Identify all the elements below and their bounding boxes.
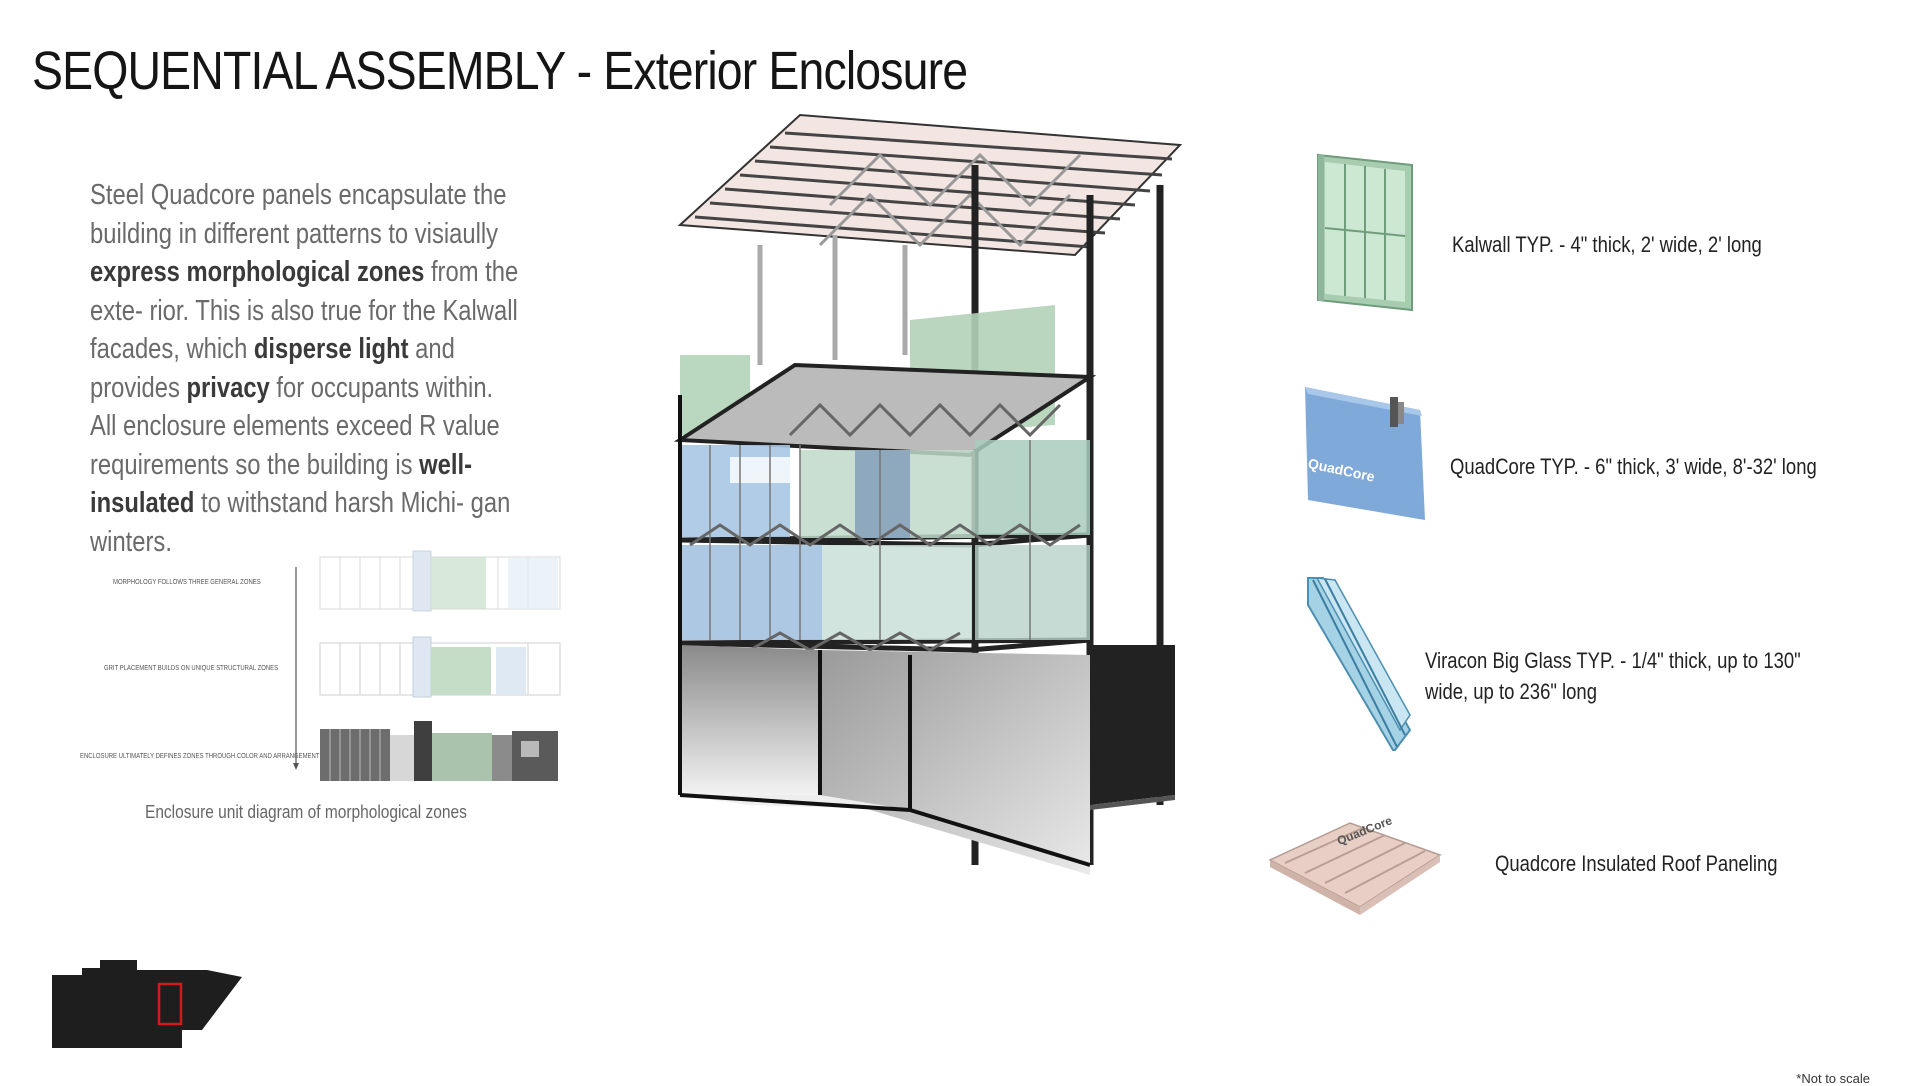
description-bold-1: express morphological zones bbox=[90, 256, 425, 288]
viracon-line-2: wide, up to 236" long bbox=[1425, 679, 1597, 704]
zone-diagram-drawing bbox=[293, 550, 561, 781]
diagram-caption: Enclosure unit diagram of morphological … bbox=[145, 802, 467, 822]
material-label-roof: Quadcore Insulated Roof Paneling bbox=[1495, 851, 1778, 876]
material-label-quadcore: QuadCore TYP. - 6" thick, 3' wide, 8'-32… bbox=[1450, 454, 1817, 479]
zone-label-1: MORPHOLOGY FOLLOWS THREE GENERAL ZONES bbox=[113, 579, 261, 586]
viracon-line-1: Viracon Big Glass TYP. - 1/4" thick, up … bbox=[1425, 648, 1801, 673]
description-text: Steel Quadcore panels encapsulate the bu… bbox=[90, 176, 525, 561]
material-label-kalwall: Kalwall TYP. - 4" thick, 2' wide, 2' lon… bbox=[1452, 232, 1762, 257]
zone-label-3: ENCLOSURE ULTIMATELY DEFINES ZONES THROU… bbox=[80, 753, 320, 760]
description-bold-2: disperse light bbox=[253, 333, 409, 365]
description-text-5: to withstand harsh Michi- gan winters. bbox=[90, 487, 511, 558]
description-text-3: and provides bbox=[90, 333, 455, 404]
enclosure-unit-diagram: MORPHOLOGY FOLLOWS THREE GENERAL ZONES G… bbox=[78, 535, 578, 795]
description-bold-4: well-insulated bbox=[90, 448, 473, 520]
zone-label-2: GRIT PLACEMENT BUILDS ON UNIQUE STRUCTUR… bbox=[104, 665, 279, 672]
description-bold-3: privacy bbox=[186, 371, 270, 404]
roof-paneling-image bbox=[1268, 822, 1442, 915]
building-section-axonometric bbox=[673, 113, 1183, 875]
description-text-4: for occupants within. All enclosure elem… bbox=[90, 371, 500, 481]
page-title: SEQUENTIAL ASSEMBLY - Exterior Enclosure bbox=[32, 41, 968, 101]
not-to-scale-note: *Not to scale bbox=[1796, 1071, 1870, 1086]
quadcore-panel-image bbox=[1305, 387, 1425, 520]
description-text-2: from the exte- rior. This is also true f… bbox=[90, 256, 519, 365]
viracon-glass-image bbox=[1307, 577, 1412, 751]
material-label-viracon: Viracon Big Glass TYP. - 1/4" thick, up … bbox=[1425, 645, 1801, 707]
description-text-1: Steel Quadcore panels encapsulate the bu… bbox=[90, 179, 507, 250]
key-plan-silhouette bbox=[52, 960, 242, 1048]
kalwall-panel-image bbox=[1317, 153, 1413, 312]
key-plan-highlight bbox=[157, 982, 183, 1026]
